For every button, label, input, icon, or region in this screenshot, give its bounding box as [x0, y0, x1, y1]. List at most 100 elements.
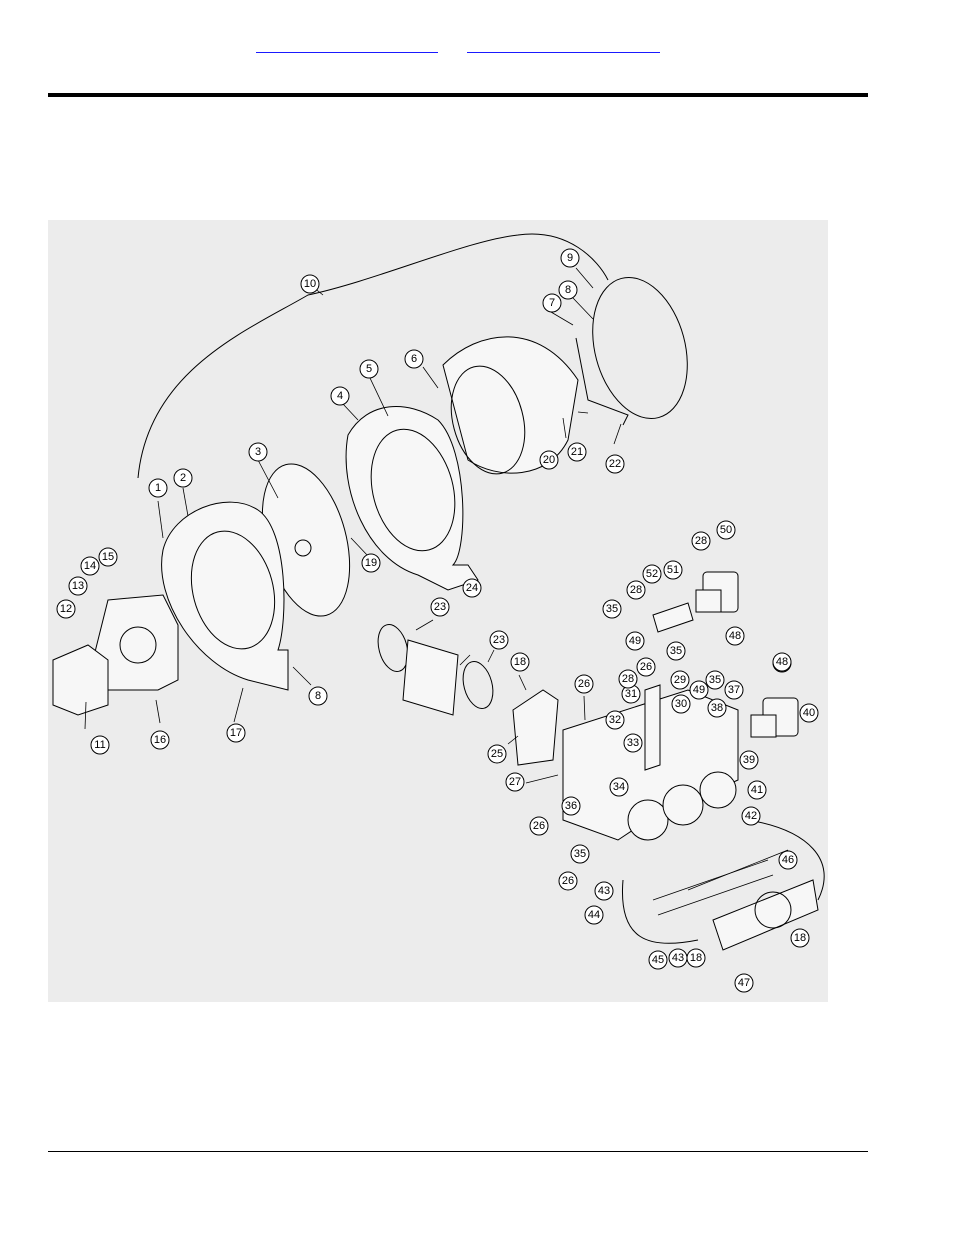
- svg-text:44: 44: [588, 909, 600, 921]
- callout-26: 26: [529, 816, 549, 836]
- callout-28: 28: [626, 580, 646, 600]
- callout-6: 6: [404, 349, 424, 369]
- callout-43: 43: [668, 948, 688, 968]
- callout-32: 32: [605, 710, 625, 730]
- callout-25: 25: [487, 744, 507, 764]
- callout-23: 23: [489, 630, 509, 650]
- callout-21: 21: [567, 442, 587, 462]
- callout-34: 34: [609, 777, 629, 797]
- callout-8: 8: [308, 686, 328, 706]
- callout-35: 35: [570, 844, 590, 864]
- callout-9: 9: [560, 248, 580, 268]
- svg-text:8: 8: [315, 690, 321, 702]
- callout-26: 26: [574, 674, 594, 694]
- svg-text:23: 23: [493, 634, 505, 646]
- callout-35: 35: [602, 599, 622, 619]
- fan-housing-front: [161, 501, 289, 691]
- callout-29: 29: [670, 670, 690, 690]
- clamp-ring: [377, 624, 409, 672]
- callout-48: 48: [725, 626, 745, 646]
- svg-text:12: 12: [60, 603, 72, 615]
- svg-text:3: 3: [255, 446, 261, 458]
- inlet-flange: [512, 689, 559, 766]
- svg-text:14: 14: [84, 560, 96, 572]
- svg-text:19: 19: [365, 557, 377, 569]
- svg-text:37: 37: [728, 684, 740, 696]
- svg-text:16: 16: [154, 734, 166, 746]
- fan-shroud: [442, 336, 579, 474]
- callout-1: 1: [148, 478, 168, 498]
- callout-18: 18: [510, 652, 530, 672]
- svg-text:43: 43: [598, 885, 610, 897]
- svg-text:2: 2: [180, 472, 186, 484]
- callout-51: 51: [663, 560, 683, 580]
- svg-text:32: 32: [609, 714, 621, 726]
- header-link-1[interactable]: [256, 38, 438, 53]
- svg-text:18: 18: [514, 656, 526, 668]
- callout-18: 18: [790, 928, 810, 948]
- callout-45: 45: [648, 950, 668, 970]
- svg-text:40: 40: [803, 707, 815, 719]
- svg-text:22: 22: [609, 458, 621, 470]
- callout-52: 52: [642, 564, 662, 584]
- callout-42: 42: [741, 806, 761, 826]
- callout-28: 28: [618, 669, 638, 689]
- svg-text:20: 20: [543, 454, 555, 466]
- svg-text:28: 28: [695, 535, 707, 547]
- assembly-bracket-curve: [137, 233, 609, 479]
- svg-text:10: 10: [304, 278, 316, 290]
- svg-text:23: 23: [434, 601, 446, 613]
- callout-24: 24: [462, 578, 482, 598]
- callout-31: 31: [621, 684, 641, 704]
- svg-text:27: 27: [509, 776, 521, 788]
- callout-2: 2: [173, 468, 193, 488]
- callout-4: 4: [330, 386, 350, 406]
- callout-48: 48: [772, 652, 792, 672]
- fan-housing-rear: [345, 406, 479, 591]
- callout-13: 13: [68, 576, 88, 596]
- svg-text:29: 29: [674, 674, 686, 686]
- svg-text:25: 25: [491, 748, 503, 760]
- svg-text:7: 7: [549, 297, 555, 309]
- callout-35: 35: [666, 641, 686, 661]
- callout-26: 26: [636, 657, 656, 677]
- svg-text:26: 26: [562, 875, 574, 887]
- callout-20: 20: [539, 450, 559, 470]
- svg-text:15: 15: [102, 551, 114, 563]
- svg-text:18: 18: [690, 952, 702, 964]
- svg-text:39: 39: [743, 754, 755, 766]
- svg-text:30: 30: [675, 698, 687, 710]
- callout-23: 23: [430, 597, 450, 617]
- callout-33: 33: [623, 733, 643, 753]
- callout-50: 50: [716, 520, 736, 540]
- header-link-2[interactable]: [467, 38, 660, 53]
- header-rule: [48, 93, 868, 97]
- transition-tube: [402, 639, 459, 716]
- callout-16: 16: [150, 730, 170, 750]
- callout-3: 3: [248, 442, 268, 462]
- hydraulic-motor: [52, 644, 109, 716]
- callout-39: 39: [739, 750, 759, 770]
- svg-text:43: 43: [672, 952, 684, 964]
- svg-text:49: 49: [629, 635, 641, 647]
- leader-lines: [84, 267, 622, 784]
- callout-43: 43: [594, 881, 614, 901]
- callout-5: 5: [359, 359, 379, 379]
- svg-text:35: 35: [606, 603, 618, 615]
- svg-text:51: 51: [667, 564, 679, 576]
- callout-30: 30: [671, 694, 691, 714]
- svg-text:4: 4: [337, 390, 343, 402]
- callout-35: 35: [705, 670, 725, 690]
- mount-bracket: [575, 337, 629, 426]
- callout-22: 22: [605, 454, 625, 474]
- callout-17: 17: [226, 723, 246, 743]
- svg-text:24: 24: [466, 582, 478, 594]
- svg-text:41: 41: [751, 784, 763, 796]
- svg-text:52: 52: [646, 568, 658, 580]
- svg-text:28: 28: [622, 673, 634, 685]
- hoop-ring: [592, 276, 688, 420]
- svg-text:33: 33: [627, 737, 639, 749]
- svg-text:45: 45: [652, 954, 664, 966]
- svg-text:31: 31: [625, 688, 637, 700]
